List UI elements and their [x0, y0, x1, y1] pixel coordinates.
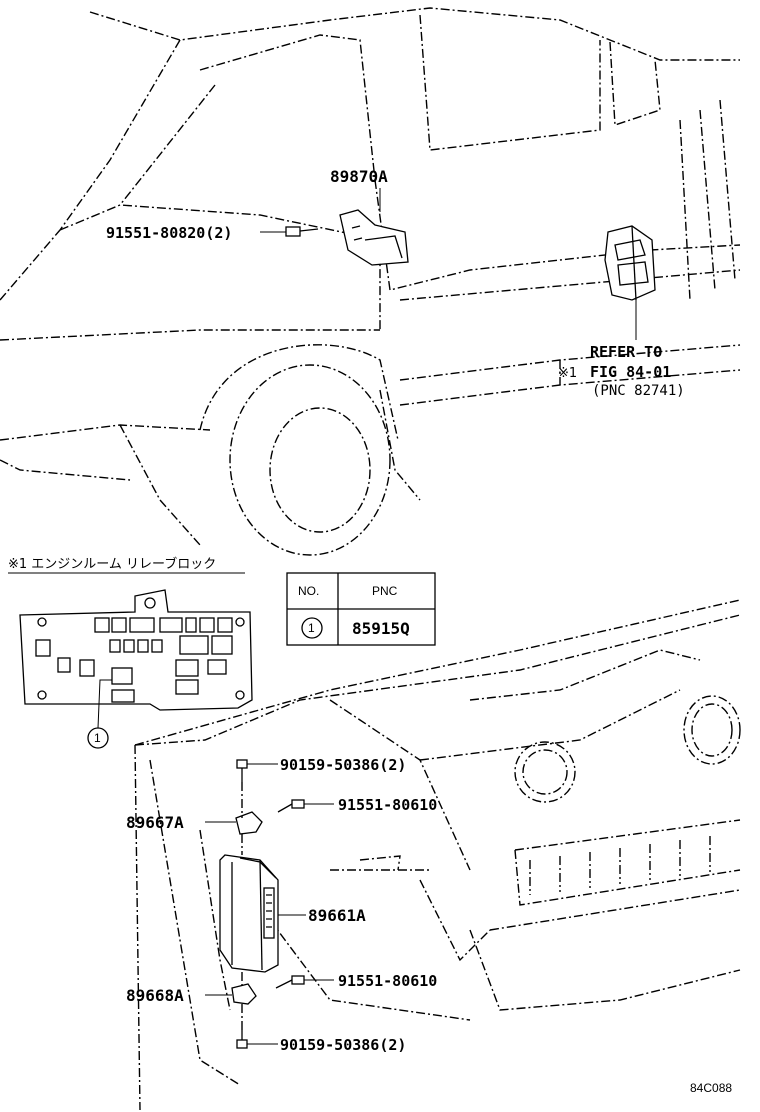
leader-lines-front — [205, 763, 334, 1045]
callout-leader — [97, 679, 112, 729]
bracket-89870a — [339, 209, 409, 266]
label-89667a: 89667A — [126, 813, 184, 832]
table-header-pnc: PNC — [372, 584, 398, 598]
label-90159-50386-bottom: 90159-50386(2) — [280, 1036, 406, 1054]
bracket-89668a — [231, 983, 257, 1005]
callout-number: 1 — [94, 731, 101, 745]
label-89668a: 89668A — [126, 986, 184, 1005]
screw-91551-80610-bottom — [275, 975, 305, 989]
label-89870a: 89870A — [330, 167, 388, 186]
screw-91551-80610-top — [277, 799, 305, 813]
van-side-illustration — [0, 7, 741, 556]
relay-block-in-vehicle — [604, 225, 656, 301]
label-90159-50386-top: 90159-50386(2) — [280, 756, 406, 774]
relay-block-inset — [19, 589, 253, 711]
callout-circle — [87, 727, 109, 749]
table-row-pnc: 85915Q — [352, 619, 410, 638]
refer-pnc-text: (PNC 82741) — [592, 383, 685, 399]
label-89661a: 89661A — [308, 906, 366, 925]
refer-mark: ※1 — [558, 366, 577, 381]
ecu-module-89661a — [219, 854, 279, 973]
relay-block-title: ※1 エンジンルーム リレーブロック — [8, 556, 216, 572]
leader-lines-top — [260, 188, 637, 340]
label-91551-80610-bottom: 91551-80610 — [338, 972, 437, 990]
figure-code: 84C088 — [690, 1081, 732, 1095]
screw-90159-50386-bottom — [236, 1030, 248, 1049]
screw-90159-50386-top — [236, 759, 248, 782]
refer-fig-text: FIG 84-01 — [590, 363, 671, 381]
table-row-callout — [301, 617, 323, 639]
label-91551-80820: 91551-80820(2) — [106, 224, 232, 242]
bolt-91551-80820 — [285, 226, 319, 237]
bracket-89667a — [235, 811, 263, 835]
table-row-no: 1 — [308, 621, 315, 635]
table-header-no: NO. — [298, 584, 319, 598]
label-91551-80610-top: 91551-80610 — [338, 796, 437, 814]
pnc-table — [286, 572, 436, 646]
refer-to-text: REFER TO — [590, 343, 662, 361]
van-front-illustration — [134, 599, 741, 1111]
